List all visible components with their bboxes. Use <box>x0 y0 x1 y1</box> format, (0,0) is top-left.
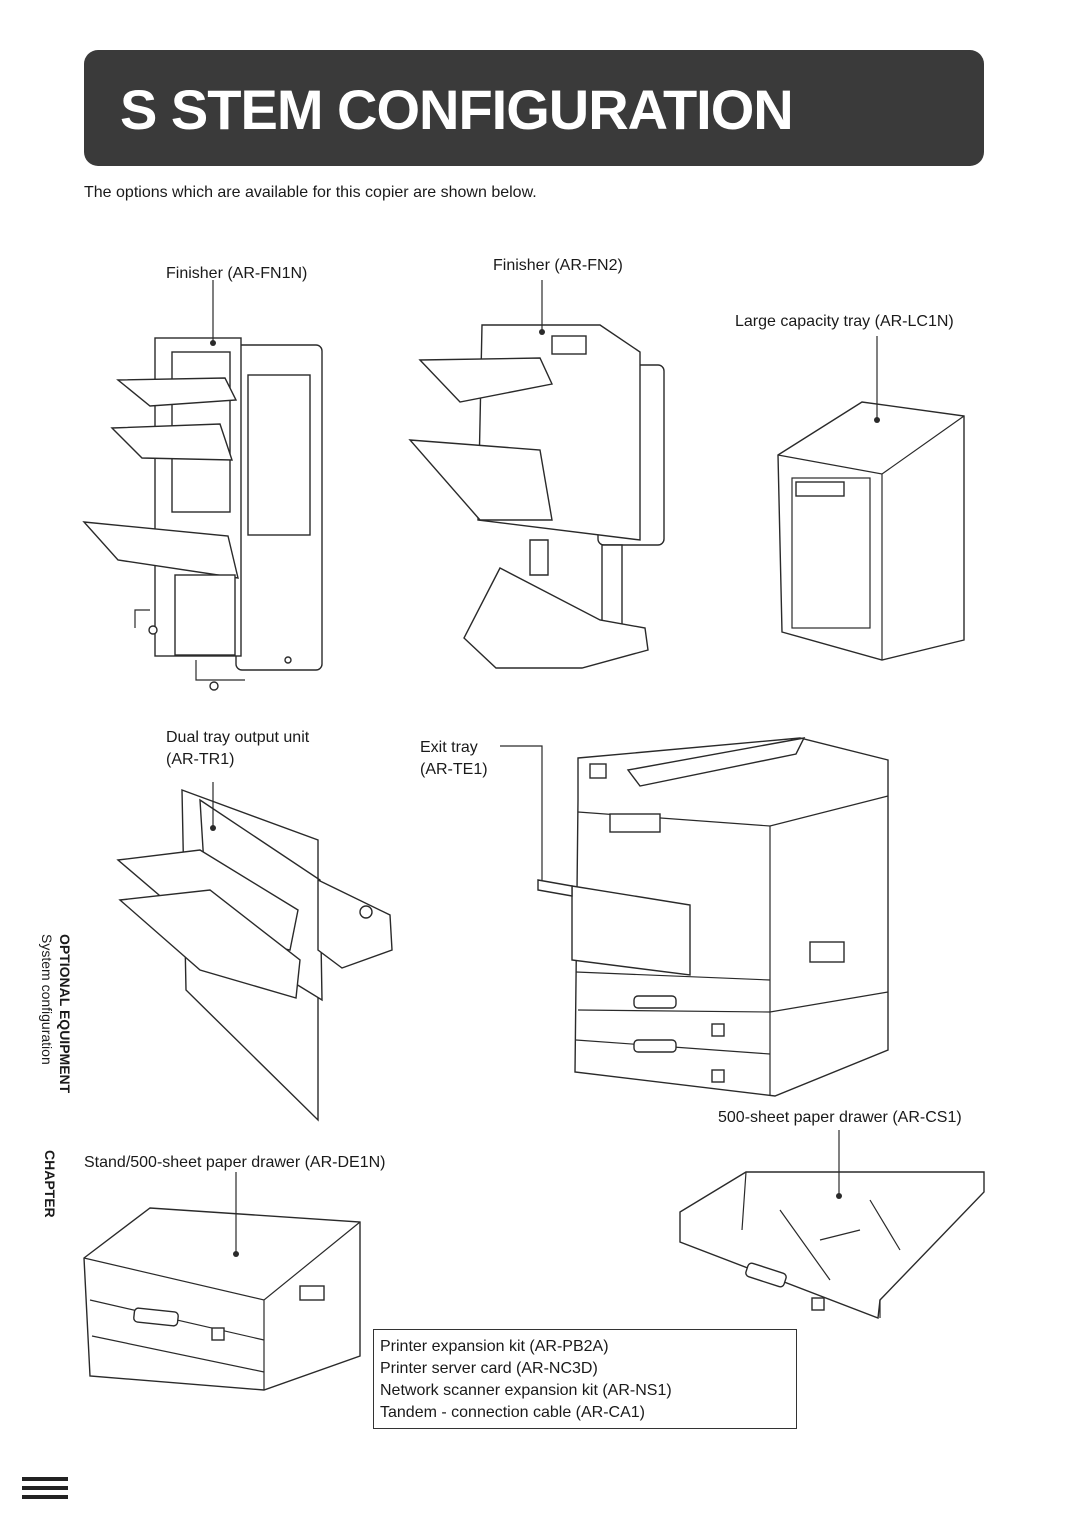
side-tab-subsection: System configuration <box>39 934 55 1065</box>
page-marker-line <box>22 1486 68 1490</box>
label-exit-tray-line1: Exit tray <box>420 739 478 756</box>
dual-tray-output-unit-illustration <box>116 788 393 1122</box>
page-marker-line <box>22 1477 68 1481</box>
label-finisher-ar-fn1n: Finisher (AR-FN1N) <box>166 265 308 282</box>
page-title: S STEM CONFIGURATION <box>120 78 794 141</box>
finisher-ar-fn1n-illustration <box>82 337 323 691</box>
label-paper-drawer-ar-cs1: 500-sheet paper drawer (AR-CS1) <box>718 1109 962 1126</box>
accessory-item: Printer expansion kit (AR-PB2A) <box>380 1338 609 1355</box>
page-marker-line <box>22 1495 68 1499</box>
label-dual-tray-line2: (AR-TR1) <box>166 751 235 768</box>
side-tab-section: OPTIONAL EQUIPMENT <box>57 934 73 1094</box>
paper-drawer-ar-cs1-illustration <box>679 1171 985 1319</box>
label-dual-tray-line1: Dual tray output unit <box>166 729 310 746</box>
intro-text: The options which are available for this… <box>84 184 537 201</box>
finisher-ar-fn2-illustration <box>408 324 665 669</box>
label-exit-tray-line2: (AR-TE1) <box>420 761 488 778</box>
accessory-item: Network scanner expansion kit (AR-NS1) <box>380 1382 672 1399</box>
accessory-list-box: Printer expansion kit (AR-PB2A) Printer … <box>373 1329 797 1429</box>
label-stand-paper-drawer: Stand/500-sheet paper drawer (AR-DE1N) <box>84 1154 386 1171</box>
side-tab-chapter: CHAPTER <box>42 1150 58 1218</box>
label-finisher-ar-fn2: Finisher (AR-FN2) <box>493 257 623 274</box>
label-large-capacity-tray: Large capacity tray (AR-LC1N) <box>735 313 954 330</box>
title-banner <box>84 50 984 166</box>
large-capacity-tray-illustration <box>777 401 965 661</box>
stand-paper-drawer-illustration <box>83 1207 361 1391</box>
accessory-item: Printer server card (AR-NC3D) <box>380 1360 598 1377</box>
accessory-item: Tandem - connection cable (AR-CA1) <box>380 1404 646 1421</box>
copier-illustration <box>537 737 889 1097</box>
